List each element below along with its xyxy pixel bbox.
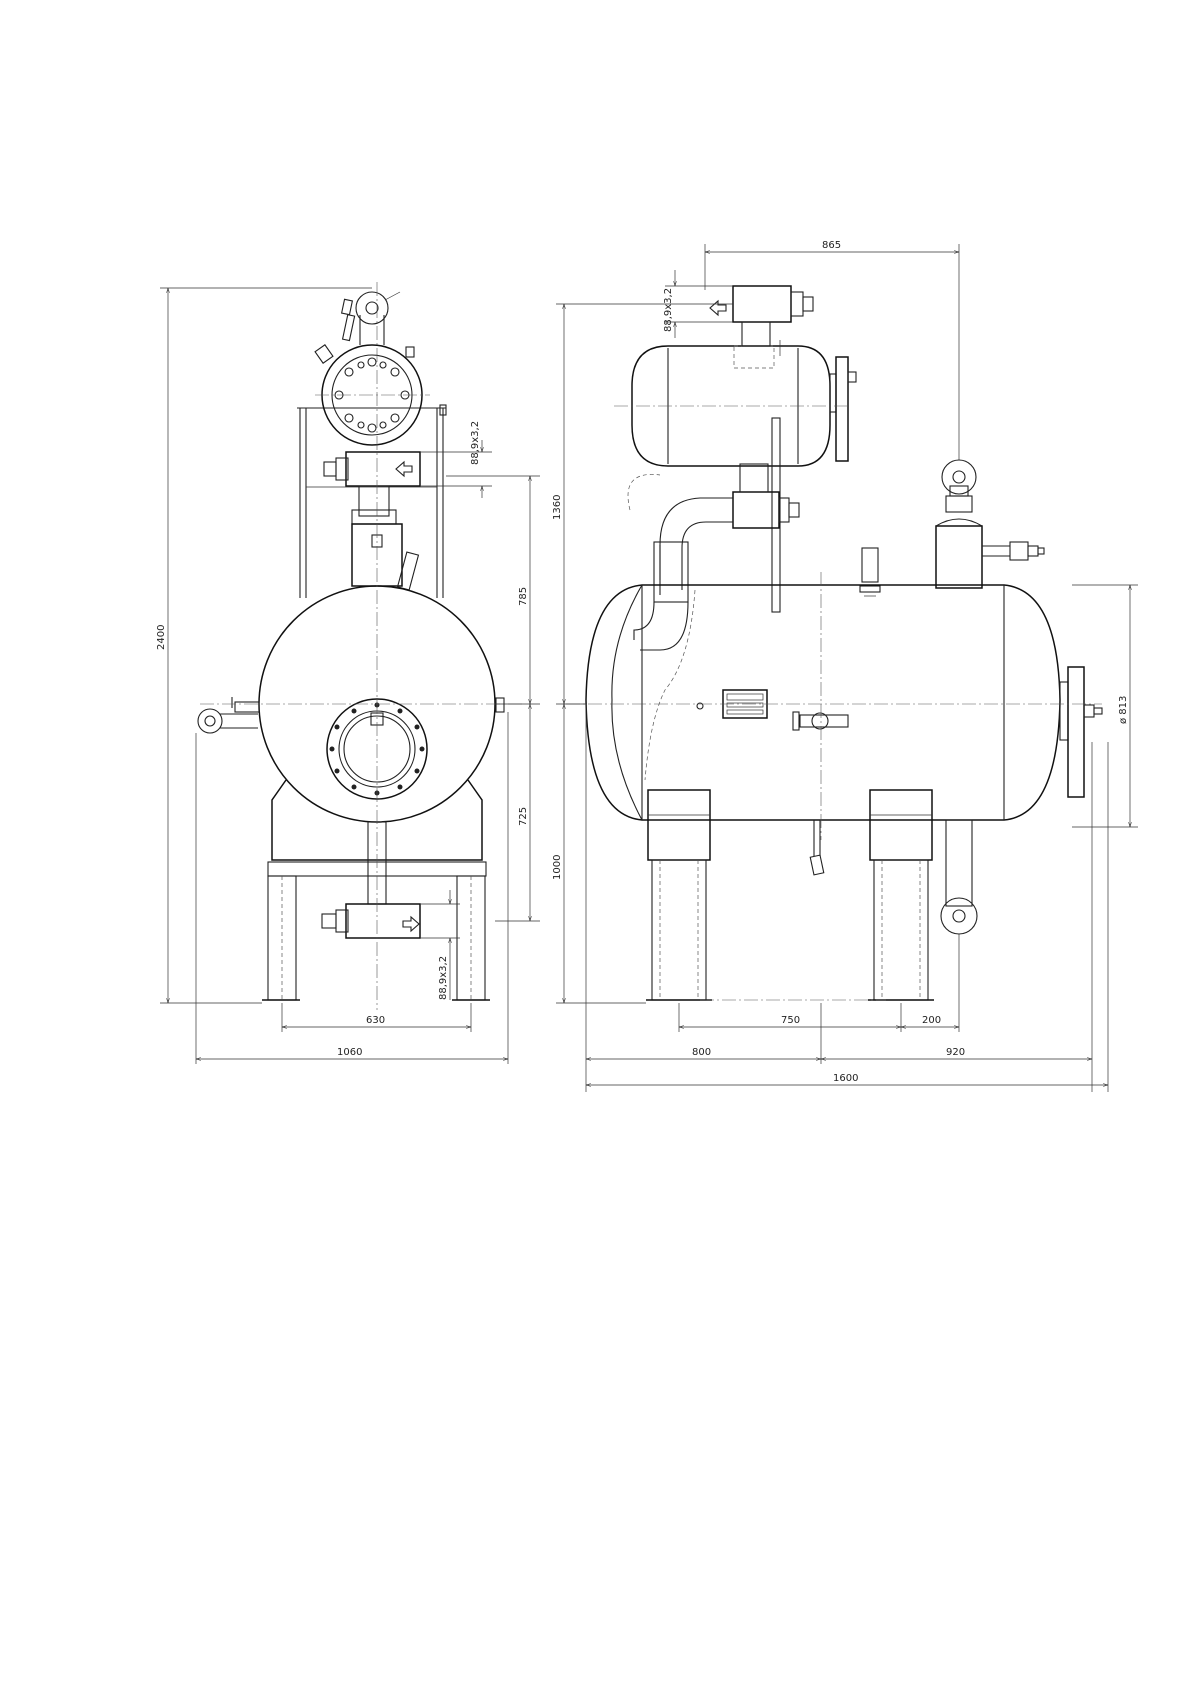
saddle-left: [648, 790, 710, 860]
dim-725: 725: [518, 807, 529, 826]
dim-pipe-bottom: 88,9x3,2: [438, 956, 449, 1000]
dim-1060: 1060: [337, 1047, 362, 1058]
drain-elbow: [198, 709, 222, 733]
separator-flange-side: [836, 357, 848, 461]
dim-1000: 1000: [552, 855, 563, 880]
dim-200: 200: [922, 1015, 941, 1026]
top-pipe-elbow: [356, 292, 388, 324]
dim-865: 865: [822, 240, 841, 251]
side-inlet-tee: [733, 286, 791, 322]
dim-1360: 1360: [552, 495, 563, 520]
dim-785: 785: [518, 587, 529, 606]
saddle-right: [870, 790, 932, 860]
front-view-dimensions: 2400 785 725 88,9x3,2 88,9x3,2 630 1060: [156, 288, 540, 1064]
side-view: [566, 286, 1102, 1000]
dome: [936, 526, 982, 588]
outlet-elbow: [941, 898, 977, 934]
inlet-tee: [346, 452, 420, 486]
dim-1600: 1600: [833, 1073, 858, 1084]
dim-2400: 2400: [156, 625, 167, 650]
dim-diameter: ø 813: [1118, 696, 1129, 724]
dim-800: 800: [692, 1047, 711, 1058]
vessel-shell-side: [586, 585, 1060, 820]
dim-750: 750: [781, 1015, 800, 1026]
dim-630: 630: [366, 1015, 385, 1026]
front-view: [198, 282, 525, 1010]
dome-elbow: [942, 460, 976, 494]
dim-920: 920: [946, 1047, 965, 1058]
side-view-dimensions: 865 88,9x3,2 1360 1000 ø 813 750 200: [552, 240, 1138, 1092]
dim-pipe-top: 88,9x3,2: [470, 421, 481, 465]
dim-pipe-side: 88,9x3,2: [663, 288, 674, 332]
end-flange: [1068, 667, 1084, 797]
